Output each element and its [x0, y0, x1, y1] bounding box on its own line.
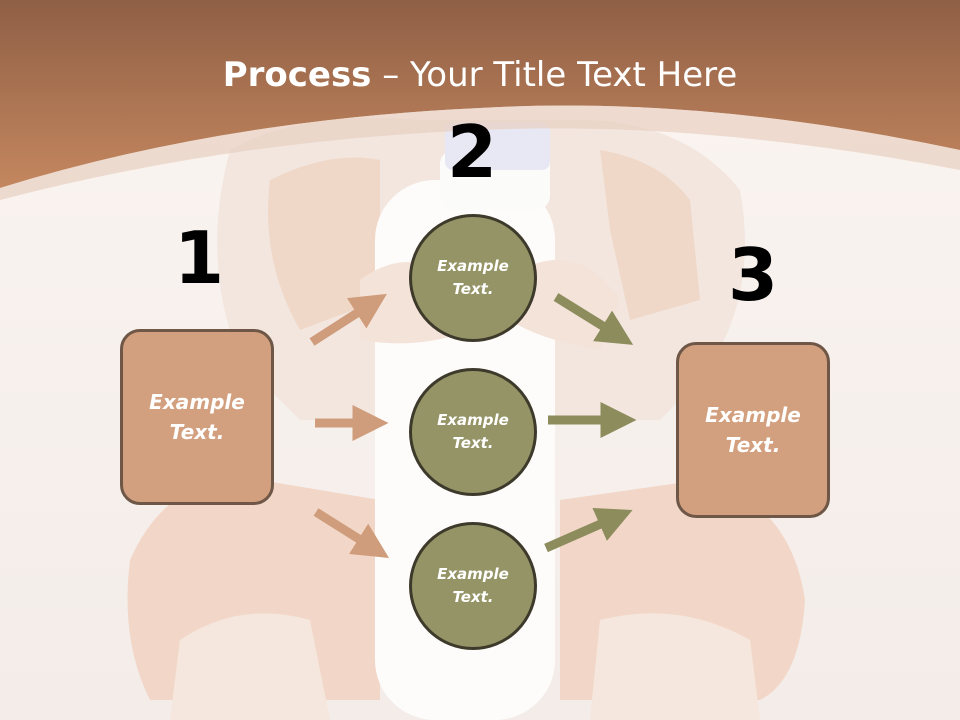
arrow-right-down [553, 293, 634, 345]
arrow-left-down [313, 508, 390, 558]
title-rest: – Your Title Text Here [371, 55, 738, 95]
circle-middle-text: Example Text. [437, 411, 509, 452]
step-1-text: Example Text. [149, 390, 245, 444]
step-number-2: 2 [446, 110, 498, 194]
header-band [0, 0, 960, 200]
step-1-box: Example Text. [120, 329, 274, 505]
slide-title: Process – Your Title Text Here [0, 55, 960, 95]
title-bold: Process [222, 55, 372, 95]
arrow-right-up [544, 507, 633, 553]
step-2-circle-middle: Example Text. [409, 368, 537, 496]
circle-bottom-text: Example Text. [437, 565, 509, 606]
step-2-circle-bottom: Example Text. [409, 522, 537, 650]
step-number-3: 3 [727, 233, 779, 317]
arrow-left-up [309, 293, 387, 346]
step-2-circle-top: Example Text. [409, 214, 537, 342]
step-number-1: 1 [173, 216, 225, 300]
step-3-text: Example Text. [705, 403, 801, 457]
step-3-box: Example Text. [676, 342, 830, 518]
circle-top-text: Example Text. [437, 257, 509, 298]
